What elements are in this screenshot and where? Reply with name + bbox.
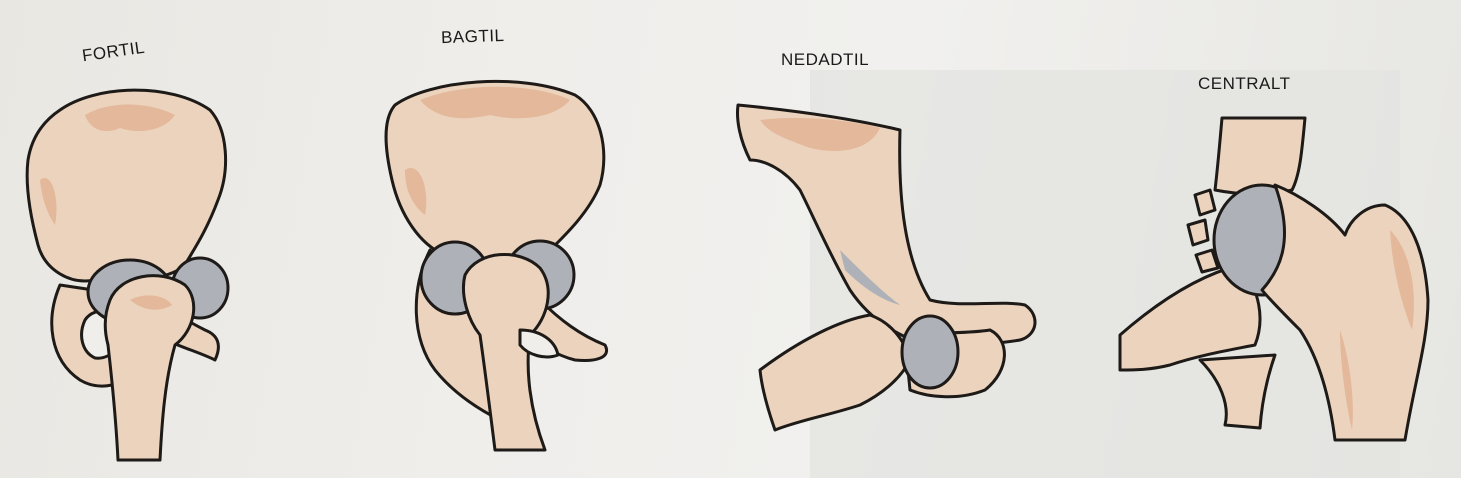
- central-pubis: [1118, 263, 1262, 372]
- back-view-illustration: [384, 79, 609, 452]
- view-label-below: NEDADTIL: [781, 50, 870, 69]
- back-femur: [461, 253, 550, 452]
- below-cartilage: [900, 314, 960, 390]
- front-femur: [103, 274, 196, 462]
- below-pelvis: [736, 103, 1037, 352]
- front-ilium: [25, 88, 228, 284]
- below-femur: [758, 313, 912, 432]
- central-view-illustration: [1118, 116, 1430, 442]
- central-femur: [1260, 183, 1430, 442]
- below-view-illustration: [736, 103, 1037, 432]
- front-view-illustration: [25, 88, 230, 462]
- view-label-central: CENTRALT: [1198, 74, 1291, 93]
- central-ilium: [1213, 116, 1307, 196]
